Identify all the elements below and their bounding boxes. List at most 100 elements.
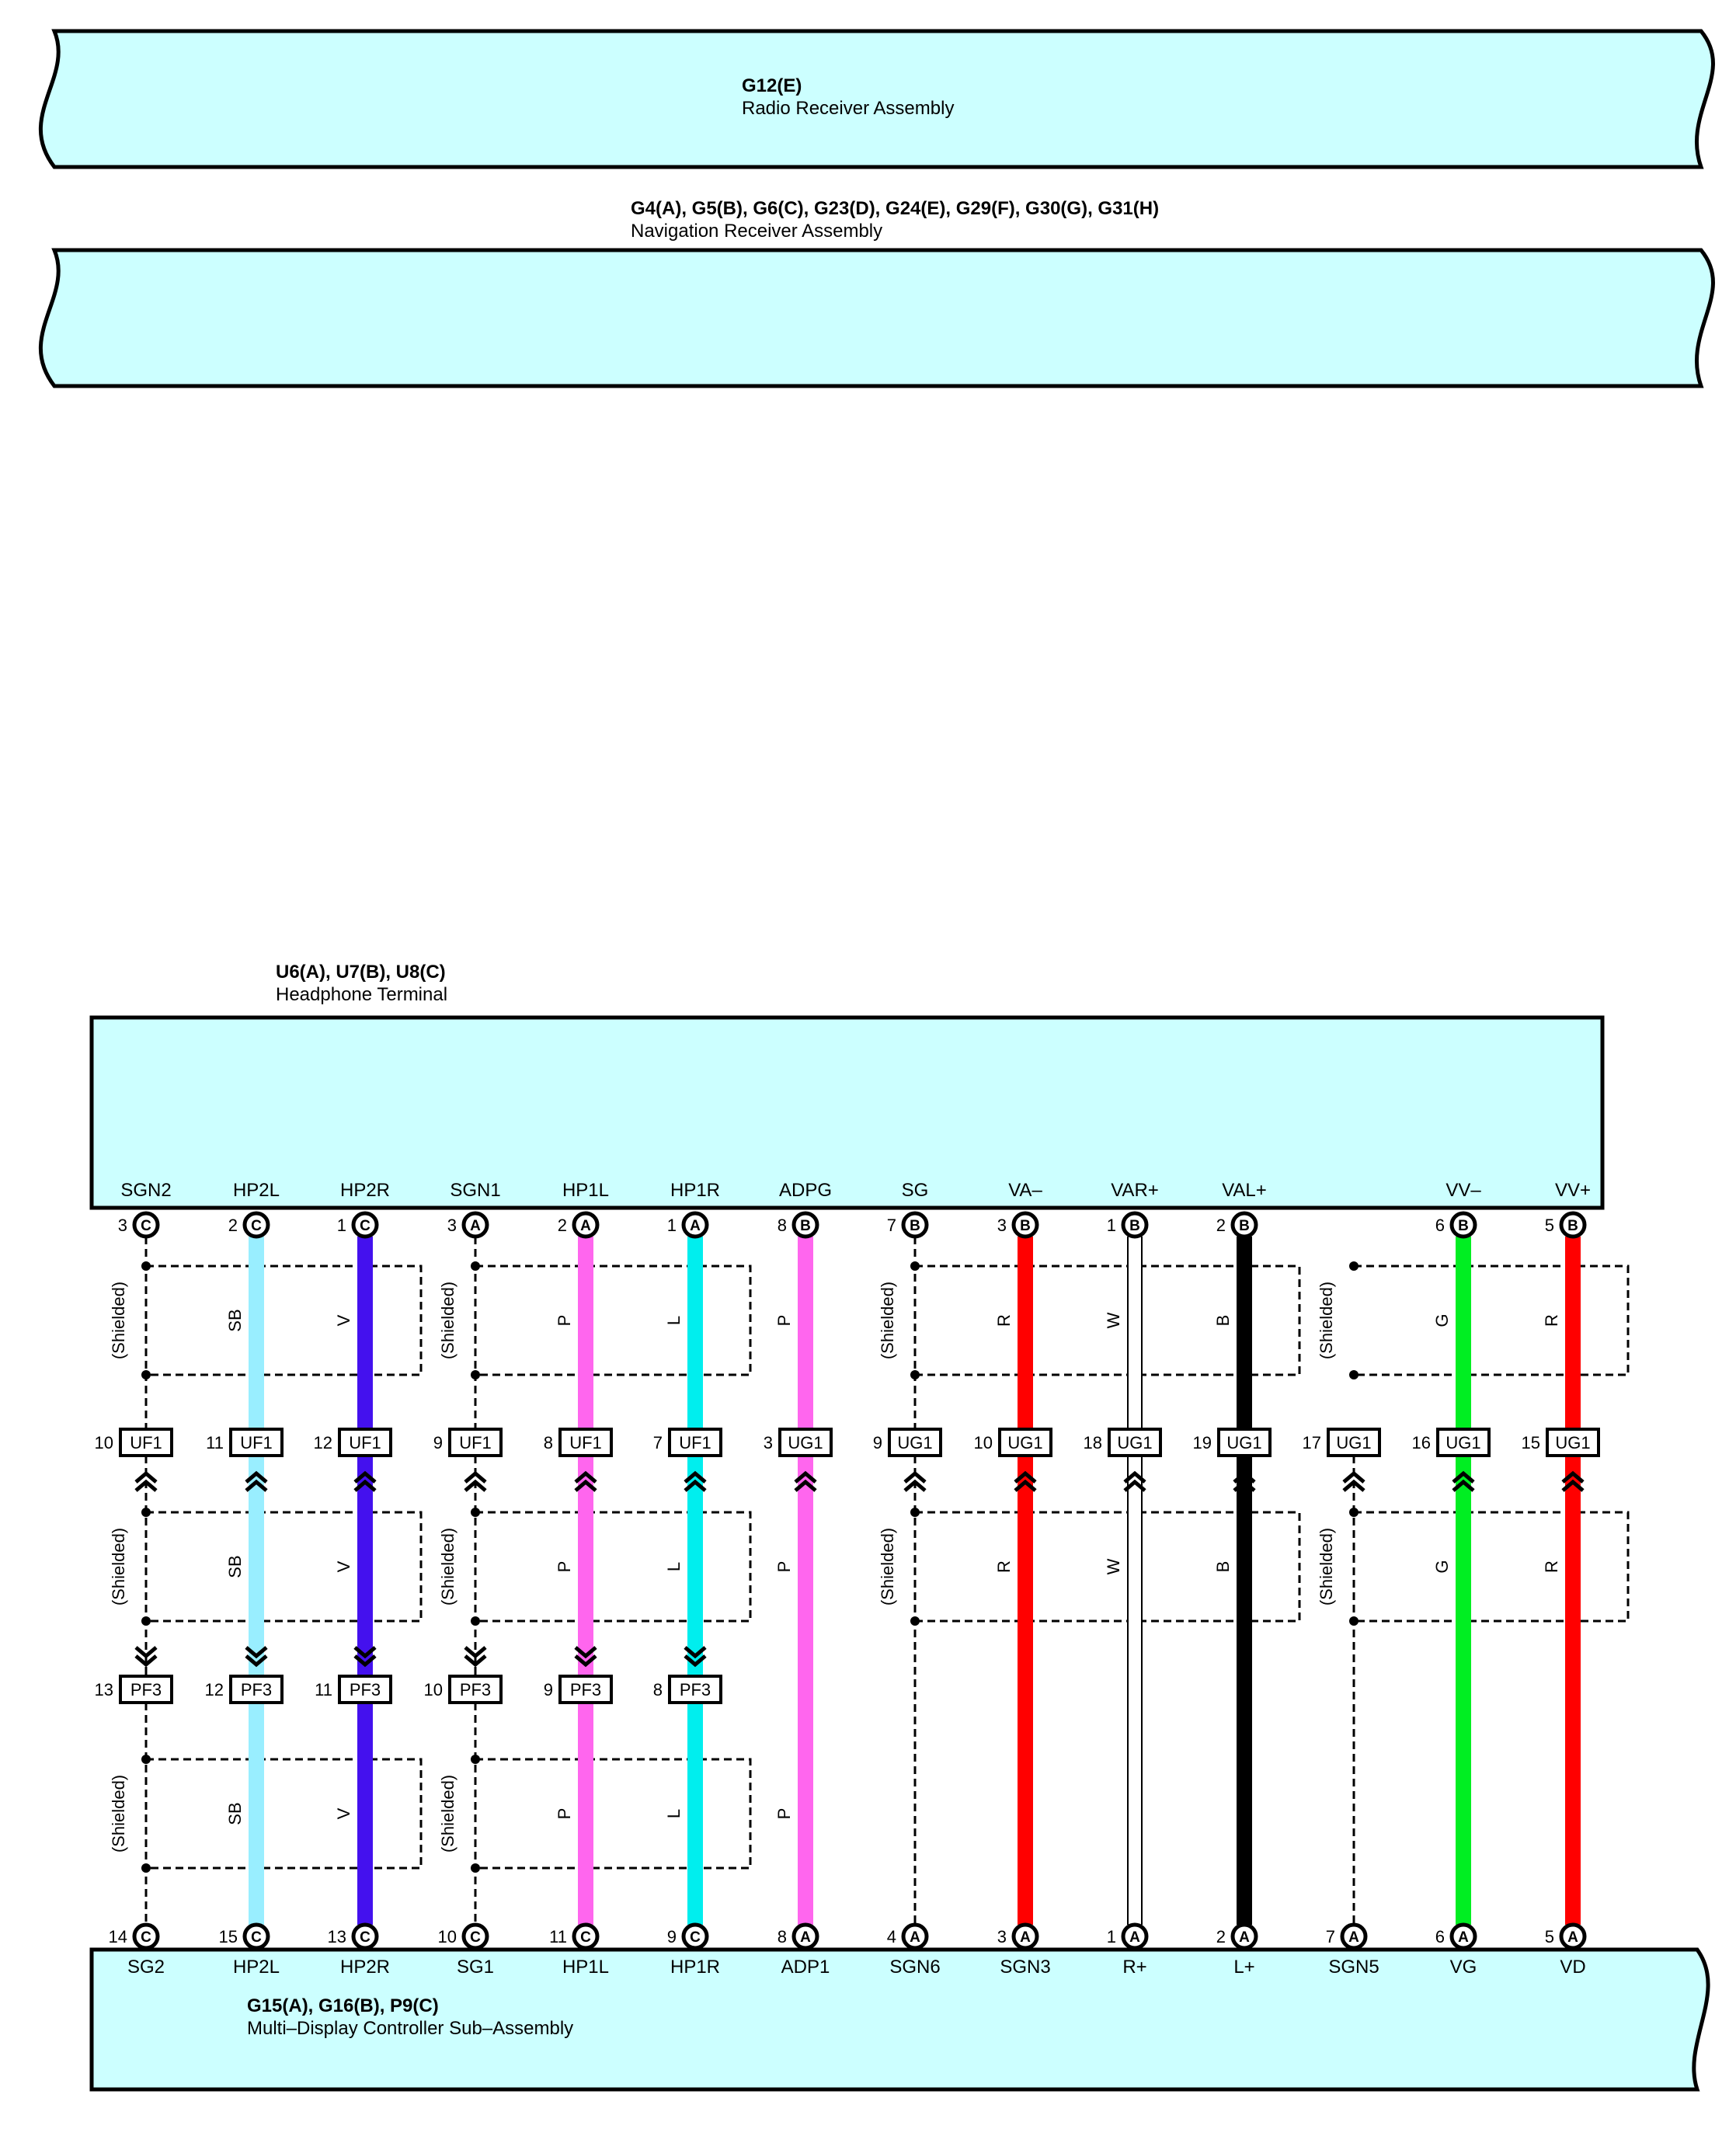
bottom-terminal-letter: C (141, 1929, 151, 1946)
low-connector (338, 1675, 392, 1704)
connector-arrow-up (574, 1470, 597, 1492)
wire-color-label: L (664, 1809, 684, 1818)
mid-connector (229, 1428, 284, 1457)
mid-connector-label: UF1 (459, 1433, 492, 1452)
bottom-terminal-letter: C (360, 1929, 371, 1946)
top-terminal-letter: C (251, 1218, 262, 1234)
shield-label: (Shielded) (438, 1775, 457, 1852)
mid-connector-pin: 16 (1412, 1433, 1431, 1452)
mid-connector (778, 1428, 833, 1457)
wire-color-label: P (555, 1315, 574, 1327)
bottom-terminal-letter: C (251, 1929, 262, 1946)
bottom-pin-name: L+ (1233, 1957, 1254, 1978)
connector-arrow-up (794, 1470, 817, 1492)
connector-arrow-up (903, 1470, 927, 1492)
top-pin-name: SG (902, 1180, 929, 1201)
wire-color-label: G (1432, 1313, 1452, 1327)
mid-connector-label: UG1 (1226, 1433, 1261, 1452)
top-pin-name: HP1R (670, 1180, 720, 1201)
top-pin-name: VA– (1008, 1180, 1042, 1201)
connector-arrow-down (134, 1646, 158, 1668)
low-connector (558, 1675, 613, 1704)
bottom-terminal (681, 1922, 709, 1950)
bottom-pin-number: 13 (328, 1927, 346, 1946)
bottom-terminal (1121, 1922, 1149, 1950)
bottom-terminal (132, 1922, 160, 1950)
mid-connector-label: UG1 (1336, 1433, 1371, 1452)
connector-arrow-up (245, 1470, 268, 1492)
top-pin-name: ADPG (779, 1180, 832, 1201)
wire-color-label: L (664, 1316, 684, 1325)
mid-connector-pin: 10 (974, 1433, 993, 1452)
low-connector (229, 1675, 284, 1704)
bottom-pin-name: HP2L (233, 1957, 280, 1978)
bottom-pin-name: HP1R (670, 1957, 720, 1978)
shield-dot-3-0-a (1349, 1261, 1359, 1271)
bottom-pin-number: 6 (1435, 1927, 1445, 1946)
bottom-terminal (242, 1922, 270, 1950)
wire-color-label: P (774, 1561, 794, 1573)
radio-receiver-code: G12(E) (742, 75, 802, 96)
mid-connector-pin: 3 (764, 1433, 773, 1452)
bottom-pin-number: 3 (997, 1927, 1007, 1946)
connector-arrow-down (353, 1646, 377, 1668)
low-connector (119, 1675, 173, 1704)
bottom-terminal-letter: A (1348, 1929, 1359, 1946)
mid-connector-pin: 9 (433, 1433, 443, 1452)
low-connector-pin: 13 (95, 1680, 113, 1699)
bottom-terminal-letter: C (580, 1929, 591, 1946)
top-pin-name: VV+ (1555, 1180, 1591, 1201)
bottom-pin-number: 10 (438, 1927, 457, 1946)
bottom-terminal (1559, 1922, 1587, 1950)
mid-connector-pin: 8 (544, 1433, 553, 1452)
bottom-terminal-letter: A (1129, 1929, 1140, 1946)
connector-arrow-up (1342, 1470, 1365, 1492)
shield-label: (Shielded) (438, 1282, 457, 1359)
wire-color-label: G (1432, 1560, 1452, 1573)
low-connector-label: PF3 (350, 1680, 381, 1699)
wire-color-label: P (774, 1315, 794, 1327)
bottom-terminal-letter: A (1020, 1929, 1031, 1946)
mid-connector-pin: 17 (1303, 1433, 1321, 1452)
top-terminal (1230, 1211, 1258, 1239)
mid-connector-pin: 11 (206, 1433, 224, 1452)
connector-arrow-up (464, 1470, 487, 1492)
mid-connector-label: UG1 (1555, 1433, 1590, 1452)
wire-color-label: W (1104, 1558, 1123, 1574)
top-terminal-letter: C (141, 1218, 151, 1234)
low-connector-label: PF3 (680, 1680, 711, 1699)
mid-connector-pin: 15 (1522, 1433, 1540, 1452)
headphone-terminal-code: U6(A), U7(B), U8(C) (276, 962, 446, 983)
bottom-pin-number: 15 (219, 1927, 238, 1946)
top-terminal-letter: B (1567, 1218, 1578, 1234)
shield-label: (Shielded) (1317, 1528, 1336, 1605)
top-terminal (791, 1211, 819, 1239)
mid-connector (1108, 1428, 1162, 1457)
top-terminal (1011, 1211, 1039, 1239)
bottom-terminal (351, 1922, 379, 1950)
wire-color-label: P (774, 1808, 794, 1820)
shield-box-1-2 (475, 1758, 752, 1870)
connector-arrow-down (574, 1646, 597, 1668)
bottom-terminal-letter: A (1567, 1929, 1578, 1946)
top-pin-number: 8 (778, 1216, 787, 1235)
bottom-pin-number: 2 (1216, 1927, 1226, 1946)
top-pin-number: 3 (118, 1216, 127, 1235)
top-pin-name: VV– (1446, 1180, 1481, 1201)
bottom-terminal (1011, 1922, 1039, 1950)
connector-arrow-up (1452, 1470, 1475, 1492)
top-pin-number: 1 (337, 1216, 346, 1235)
mid-connector (119, 1428, 173, 1457)
connector-arrow-down (245, 1646, 268, 1668)
low-connector (668, 1675, 722, 1704)
wire-color-label: L (664, 1562, 684, 1571)
headphone-terminal-body (89, 1015, 1605, 1210)
wire-color-label: R (994, 1314, 1014, 1327)
low-connector-label: PF3 (460, 1680, 491, 1699)
shield-box-2-0 (915, 1265, 1301, 1376)
mid-connector-label: UG1 (1007, 1433, 1042, 1452)
bottom-pin-name: HP1L (562, 1957, 609, 1978)
shield-box-3-0 (1354, 1265, 1630, 1376)
top-terminal-letter: B (910, 1218, 920, 1234)
